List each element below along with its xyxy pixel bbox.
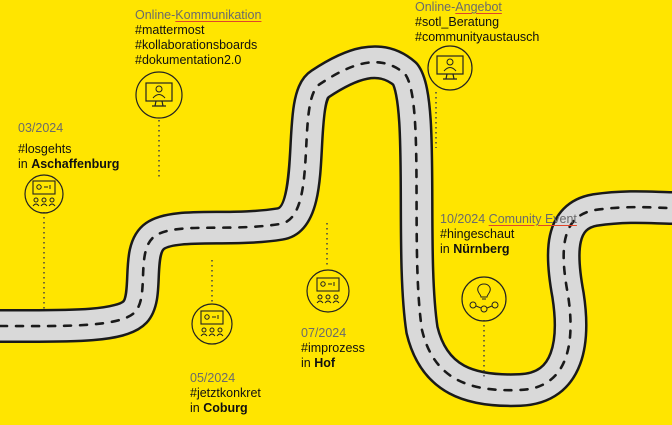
monitor-user-icon bbox=[427, 45, 473, 91]
milestone-place: Coburg bbox=[203, 401, 248, 415]
milestone-location: in Nürnberg bbox=[440, 242, 510, 256]
online-kommunikation-block: Online-Kommunikation #mattermost #kollab… bbox=[135, 8, 261, 68]
block-hashtag: #kollaborationsboards bbox=[135, 38, 258, 52]
team-presentation-icon bbox=[24, 174, 64, 214]
milestone-date: 03/2024 bbox=[18, 121, 64, 135]
block-hashtag: #communityaustausch bbox=[415, 30, 540, 44]
milestone-location: in Coburg bbox=[190, 401, 248, 415]
monitor-user-icon bbox=[135, 71, 183, 119]
milestone-location: in Aschaffenburg bbox=[18, 157, 120, 171]
online-angebot-block: Online-Angebot #sotl_Beratung #community… bbox=[415, 0, 539, 45]
block-heading: Online-Angebot bbox=[415, 0, 502, 14]
block-heading: Online-Kommunikation bbox=[135, 8, 262, 22]
milestone-nuernberg: 10/2024 Comunity Event #hingeschaut in N… bbox=[440, 212, 577, 257]
milestone-date: 10/2024 bbox=[440, 212, 486, 226]
milestone-hashtag: #improzess bbox=[301, 341, 365, 355]
team-presentation-icon bbox=[191, 303, 233, 345]
block-hashtag: #mattermost bbox=[135, 23, 205, 37]
milestone-place: Nürnberg bbox=[453, 242, 510, 256]
milestone-hashtag: #hingeschaut bbox=[440, 227, 515, 241]
milestone-date: 07/2024 bbox=[301, 326, 347, 340]
team-presentation-icon bbox=[306, 269, 350, 313]
block-hashtag: #dokumentation2.0 bbox=[135, 53, 242, 67]
milestone-place: Aschaffenburg bbox=[31, 157, 120, 171]
milestone-event: Comunity Event bbox=[488, 212, 577, 226]
milestone-heading: 10/2024 Comunity Event bbox=[440, 212, 577, 227]
idea-workflow-icon bbox=[461, 276, 507, 322]
milestone-hashtag: #losgehts bbox=[18, 142, 72, 156]
milestone-place: Hof bbox=[314, 356, 336, 370]
milestone-hashtag: #jetztkonkret bbox=[190, 386, 261, 400]
milestone-coburg: 05/2024 #jetztkonkret in Coburg bbox=[190, 371, 261, 416]
milestone-location: in Hof bbox=[301, 356, 336, 370]
milestone-hof: 07/2024 #improzess in Hof bbox=[301, 326, 365, 371]
milestone-date: 05/2024 bbox=[190, 371, 236, 385]
block-hashtag: #sotl_Beratung bbox=[415, 15, 500, 29]
milestone-aschaffenburg: 03/2024 #losgehts in Aschaffenburg bbox=[18, 121, 119, 172]
